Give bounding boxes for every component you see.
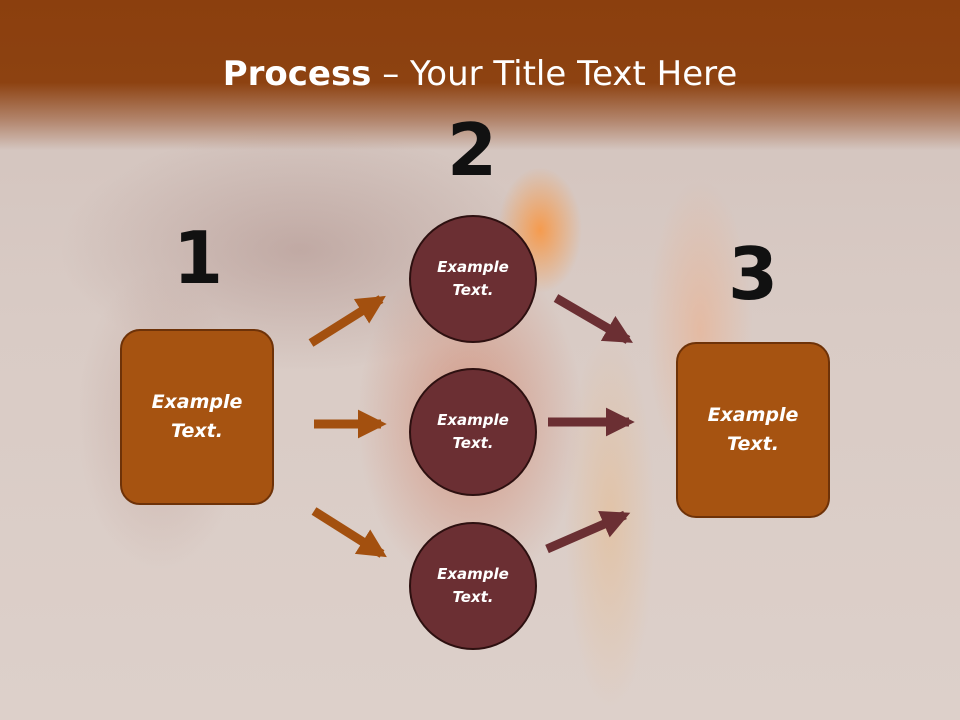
step-number-2: 2 xyxy=(446,108,498,192)
middle-node-2-text: Example Text. xyxy=(437,411,509,452)
middle-node-2[interactable]: Example Text. xyxy=(409,368,537,496)
title-bold: Process xyxy=(222,54,372,94)
step-3-box[interactable]: Example Text. xyxy=(676,342,830,518)
arrow-1-to-2a xyxy=(308,295,386,347)
step-1-box[interactable]: Example Text. xyxy=(120,329,274,505)
arrow-1-to-2c xyxy=(311,507,387,558)
step-3-text: Example Text. xyxy=(707,404,799,455)
middle-node-3[interactable]: Example Text. xyxy=(409,522,537,650)
middle-node-1[interactable]: Example Text. xyxy=(409,215,537,343)
arrow-2a-to-3 xyxy=(553,294,633,344)
step-number-3: 3 xyxy=(727,232,779,316)
slide-title: Process – Your Title Text Here xyxy=(0,50,960,98)
step-1-text: Example Text. xyxy=(151,391,243,442)
arrow-2c-to-3 xyxy=(545,510,631,554)
header-band xyxy=(0,0,960,150)
step-number-1: 1 xyxy=(172,216,224,300)
middle-node-1-text: Example Text. xyxy=(437,258,509,299)
middle-node-3-text: Example Text. xyxy=(437,565,509,606)
title-rest: – Your Title Text Here xyxy=(371,54,738,94)
